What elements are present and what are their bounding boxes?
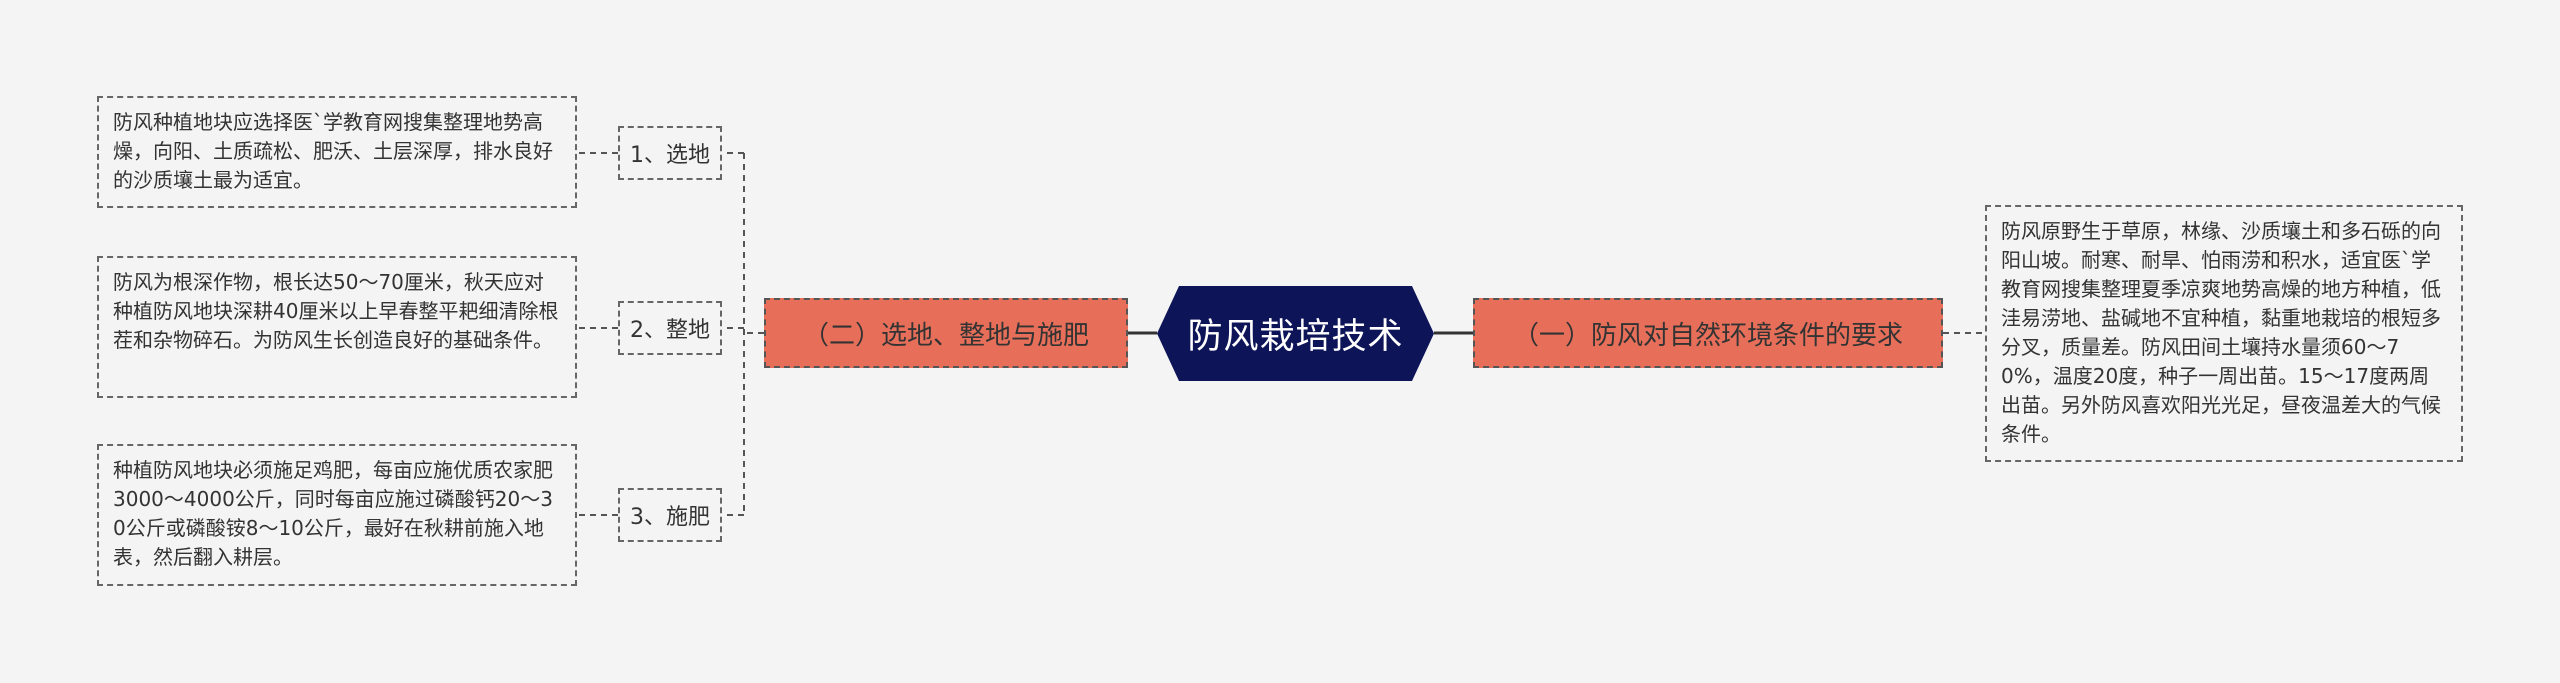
sub-topic-site-label: 1、选地 <box>630 143 710 168</box>
sub-topic-fertilize-label: 3、施肥 <box>630 505 710 530</box>
root-topic-label: 防风栽培技术 <box>1187 317 1404 357</box>
leaf-fertilize-text: 种植防风地块必须施足鸡肥，每亩应施优质农家肥3000～4000公斤，同时每亩应施… <box>113 458 553 569</box>
leaf-environment-detail[interactable]: 防风原野生于草原，林缘、沙质壤土和多石砾的向阳山坡。耐寒、耐旱、怕雨涝和积水，适… <box>1985 205 2463 462</box>
sub-topic-tillage-label: 2、整地 <box>630 318 710 343</box>
leaf-tillage-detail[interactable]: 防风为根深作物，根长达50～70厘米，秋天应对种植防风地块深耕40厘米以上早春整… <box>97 256 577 398</box>
sub-topic-tillage[interactable]: 2、整地 <box>618 301 722 355</box>
sub-topic-fertilize[interactable]: 3、施肥 <box>618 488 722 542</box>
leaf-environment-text: 防风原野生于草原，林缘、沙质壤土和多石砾的向阳山坡。耐寒、耐旱、怕雨涝和积水，适… <box>2001 219 2441 446</box>
sub-topic-site[interactable]: 1、选地 <box>618 126 722 180</box>
leaf-tillage-text: 防风为根深作物，根长达50～70厘米，秋天应对种植防风地块深耕40厘米以上早春整… <box>113 270 559 352</box>
leaf-site-text: 防风种植地块应选择医`学教育网搜集整理地势高燥，向阳、土质疏松、肥沃、土层深厚，… <box>113 110 553 192</box>
branch-site-selection[interactable]: （二）选地、整地与施肥 <box>764 298 1128 368</box>
leaf-fertilize-detail[interactable]: 种植防风地块必须施足鸡肥，每亩应施优质农家肥3000～4000公斤，同时每亩应施… <box>97 444 577 586</box>
root-topic[interactable]: 防风栽培技术 <box>1157 286 1434 381</box>
leaf-site-detail[interactable]: 防风种植地块应选择医`学教育网搜集整理地势高燥，向阳、土质疏松、肥沃、土层深厚，… <box>97 96 577 208</box>
branch-site-selection-label: （二）选地、整地与施肥 <box>802 320 1089 351</box>
branch-environment[interactable]: （一）防风对自然环境条件的要求 <box>1473 298 1943 368</box>
branch-environment-label: （一）防风对自然环境条件的要求 <box>1512 320 1903 351</box>
